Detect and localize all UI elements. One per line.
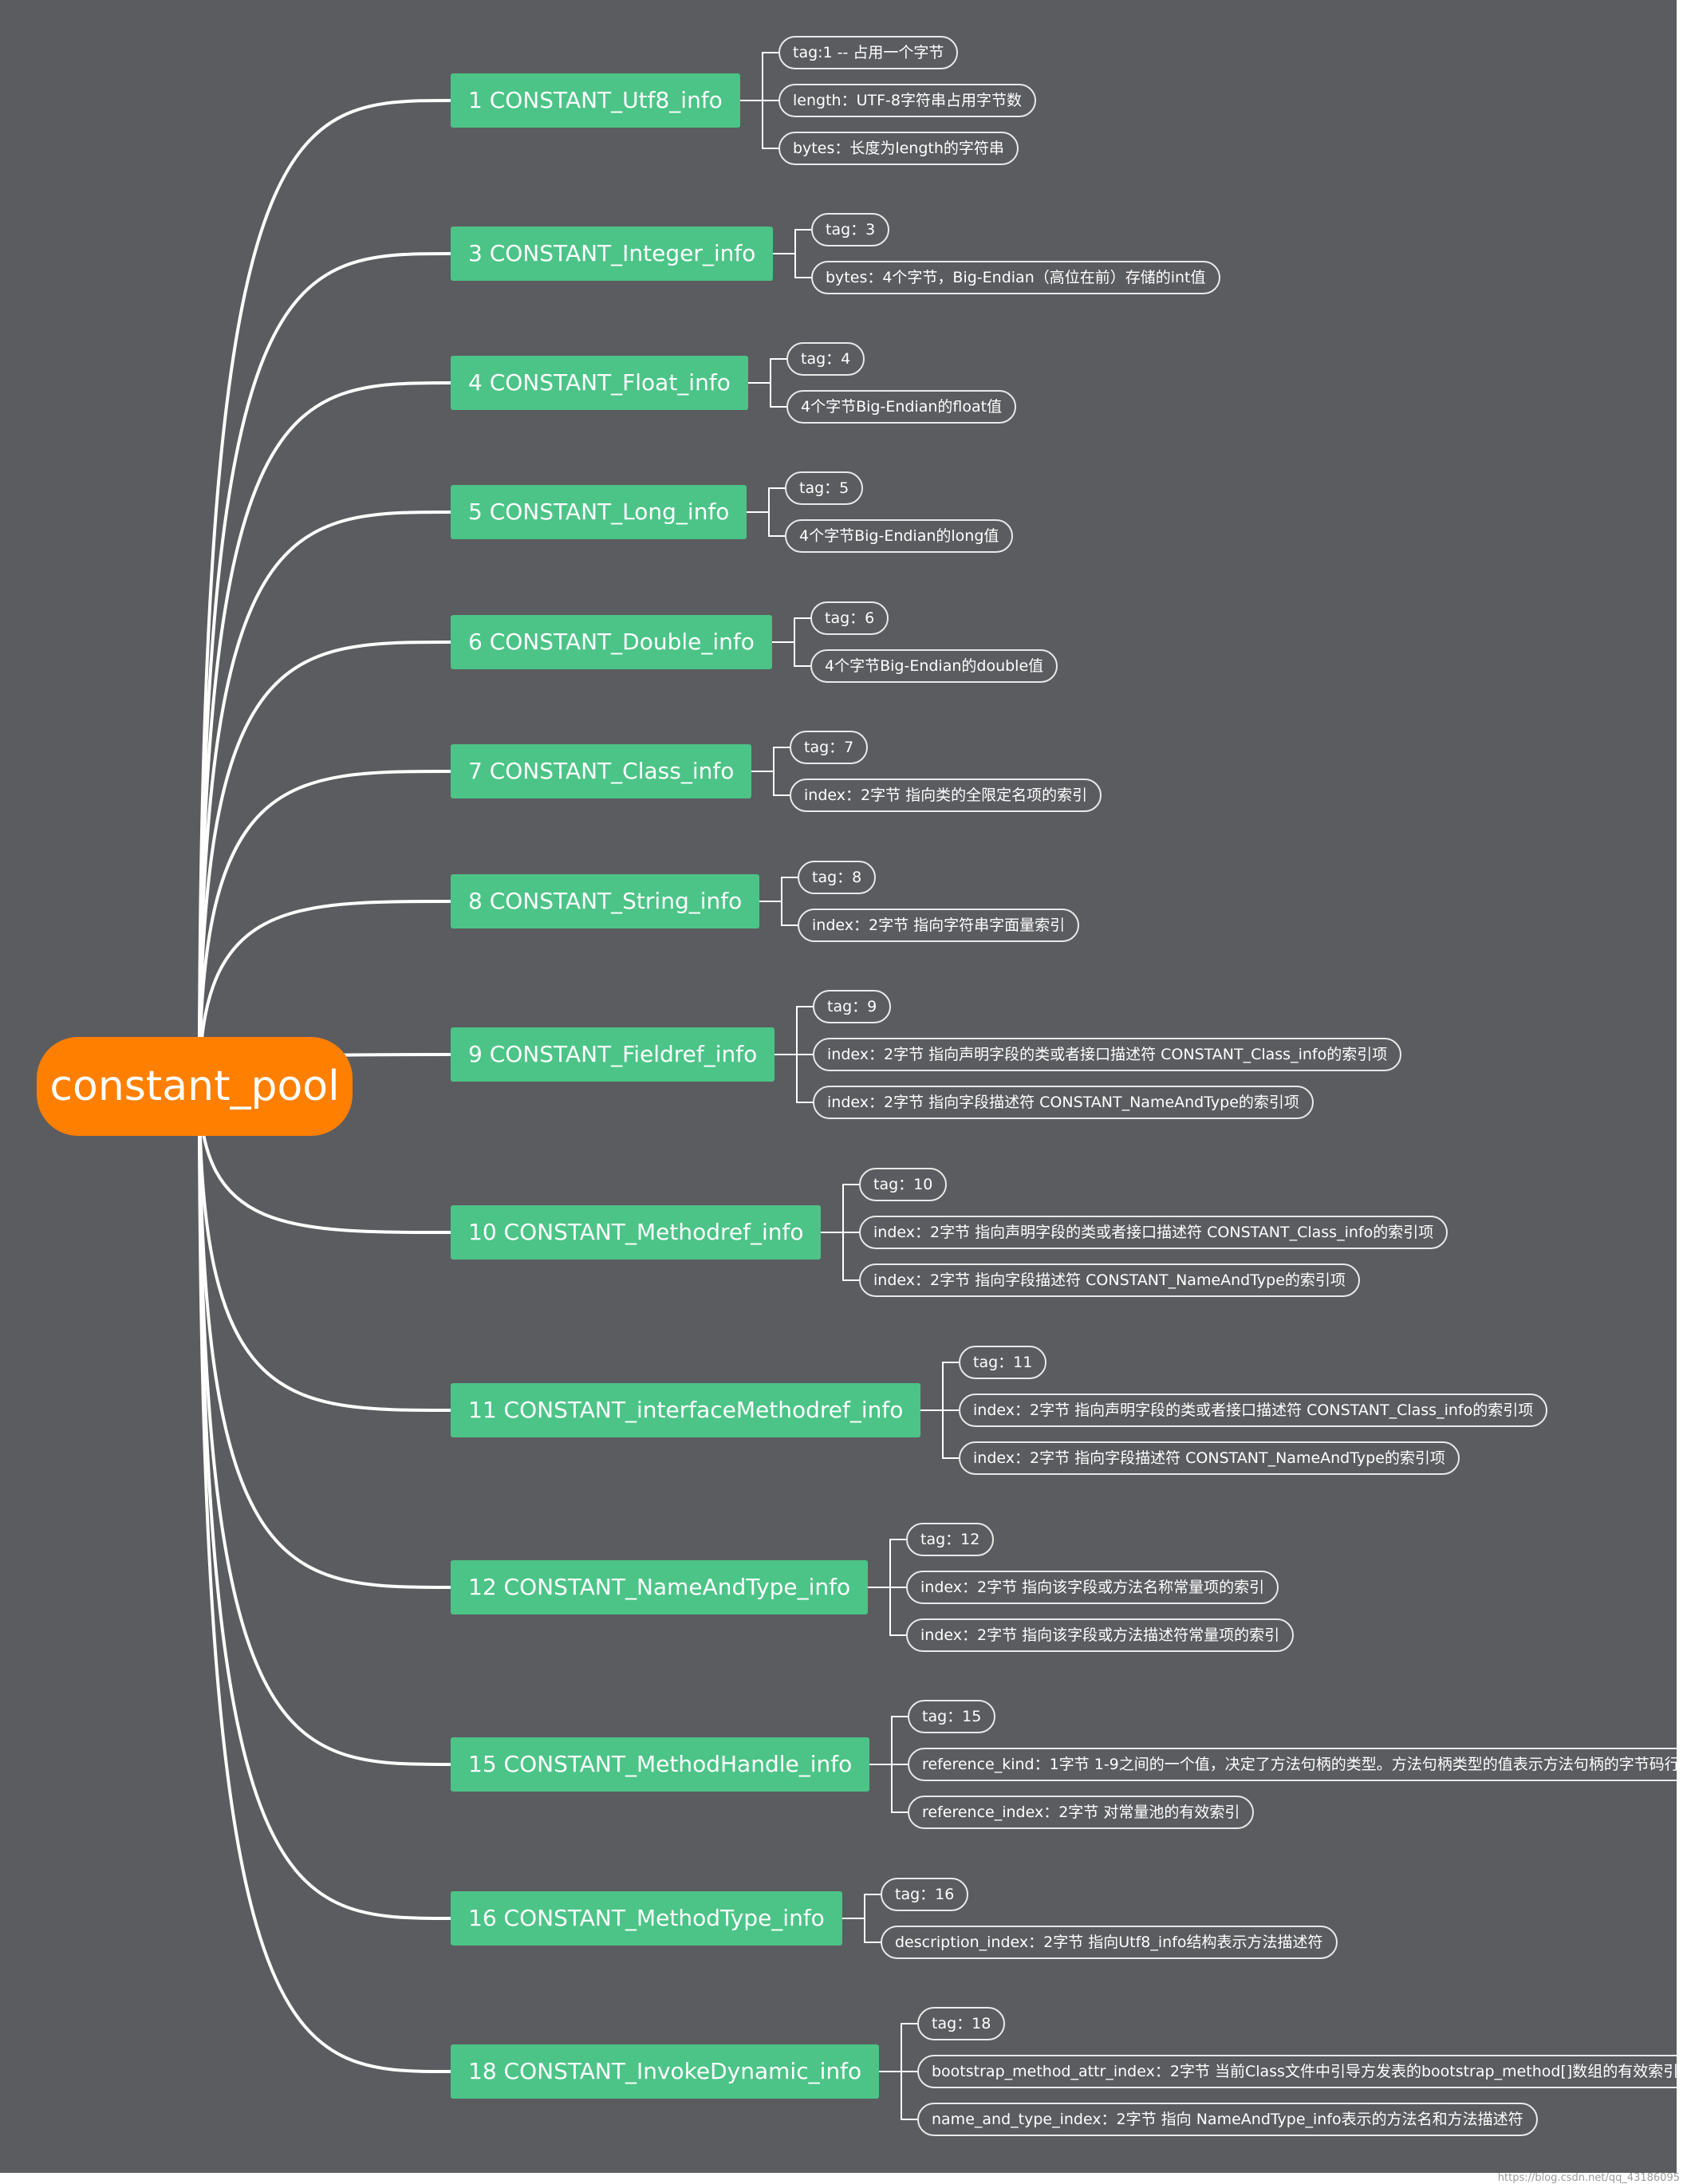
branch-node[interactable]: 10 CONSTANT_Methodref_info <box>451 1205 822 1260</box>
leaf-node[interactable]: index：2字节 指向字符串字面量索引 <box>798 909 1080 942</box>
leaf-node[interactable]: reference_index：2字节 对常量池的有效索引 <box>908 1796 1255 1829</box>
branch-node[interactable]: 4 CONSTANT_Float_info <box>451 356 748 410</box>
leaf-node[interactable]: tag：10 <box>859 1168 948 1201</box>
branch-node[interactable]: 3 CONSTANT_Integer_info <box>451 227 774 281</box>
leaf-node[interactable]: tag：15 <box>908 1700 996 1733</box>
branch-node[interactable]: 9 CONSTANT_Fieldref_info <box>451 1027 775 1082</box>
leaf-node[interactable]: name_and_type_index：2字节 指向 NameAndType_i… <box>917 2103 1538 2136</box>
leaf-node[interactable]: reference_kind：1字节 1-9之间的一个值，决定了方法句柄的类型。… <box>908 1748 1677 1781</box>
leaf-node[interactable]: tag：5 <box>785 471 864 505</box>
leaf-node[interactable]: tag:1 -- 占用一个字节 <box>778 36 959 69</box>
branch-node[interactable]: 1 CONSTANT_Utf8_info <box>451 73 740 128</box>
leaf-node[interactable]: index：2字节 指向类的全限定名项的索引 <box>790 779 1102 812</box>
leaf-node[interactable]: index：2字节 指向声明字段的类或者接口描述符 CONSTANT_Class… <box>959 1394 1548 1427</box>
branch-node[interactable]: 5 CONSTANT_Long_info <box>451 485 747 539</box>
branch-node[interactable]: 18 CONSTANT_InvokeDynamic_info <box>451 2044 880 2099</box>
leaf-node[interactable]: tag：11 <box>959 1346 1047 1379</box>
leaf-node[interactable]: tag：9 <box>813 990 892 1023</box>
leaf-node[interactable]: index：2字节 指向字段描述符 CONSTANT_NameAndType的索… <box>813 1086 1314 1119</box>
branch-node[interactable]: 7 CONSTANT_Class_info <box>451 744 752 798</box>
leaf-node[interactable]: index：2字节 指向声明字段的类或者接口描述符 CONSTANT_Class… <box>813 1038 1402 1071</box>
branch-node[interactable]: 12 CONSTANT_NameAndType_info <box>451 1560 869 1614</box>
branch-node[interactable]: 11 CONSTANT_interfaceMethodref_info <box>451 1383 921 1437</box>
leaf-node[interactable]: tag：3 <box>811 213 890 246</box>
branch-node[interactable]: 16 CONSTANT_MethodType_info <box>451 1891 842 1945</box>
root-node[interactable]: constant_pool <box>37 1037 353 1136</box>
leaf-node[interactable]: description_index：2字节 指向Utf8_info结构表示方法描… <box>881 1926 1338 1959</box>
leaf-node[interactable]: index：2字节 指向该字段或方法名称常量项的索引 <box>906 1571 1279 1604</box>
leaf-node[interactable]: tag：7 <box>790 731 869 764</box>
leaf-node[interactable]: tag：8 <box>798 861 877 894</box>
leaf-node[interactable]: index：2字节 指向声明字段的类或者接口描述符 CONSTANT_Class… <box>859 1216 1448 1249</box>
leaf-node[interactable]: bytes：长度为length的字符串 <box>778 132 1019 165</box>
leaf-node[interactable]: 4个字节Big-Endian的float值 <box>786 390 1017 424</box>
leaf-node[interactable]: index：2字节 指向该字段或方法描述符常量项的索引 <box>906 1618 1295 1652</box>
leaf-node[interactable]: tag：16 <box>881 1878 969 1911</box>
leaf-node[interactable]: index：2字节 指向字段描述符 CONSTANT_NameAndType的索… <box>859 1263 1360 1297</box>
branch-node[interactable]: 6 CONSTANT_Double_info <box>451 615 772 669</box>
leaf-node[interactable]: length：UTF-8字符串占用字节数 <box>778 84 1036 117</box>
branch-node[interactable]: 8 CONSTANT_String_info <box>451 874 760 928</box>
leaf-node[interactable]: bootstrap_method_attr_index：2字节 当前Class文… <box>917 2055 1677 2088</box>
branch-node[interactable]: 15 CONSTANT_MethodHandle_info <box>451 1737 870 1792</box>
watermark: https://blog.csdn.net/qq_43186095 <box>1497 2172 1680 2184</box>
leaf-node[interactable]: 4个字节Big-Endian的long值 <box>785 519 1014 553</box>
leaf-node[interactable]: 4个字节Big-Endian的double值 <box>810 649 1058 683</box>
leaf-node[interactable]: tag：6 <box>810 601 889 635</box>
leaf-node[interactable]: tag：12 <box>906 1523 995 1556</box>
leaf-node[interactable]: index：2字节 指向字段描述符 CONSTANT_NameAndType的索… <box>959 1441 1460 1475</box>
leaf-node[interactable]: tag：18 <box>917 2007 1006 2040</box>
leaf-node[interactable]: tag：4 <box>786 342 865 376</box>
leaf-node[interactable]: bytes：4个字节，Big-Endian（高位在前）存储的int值 <box>811 261 1220 294</box>
